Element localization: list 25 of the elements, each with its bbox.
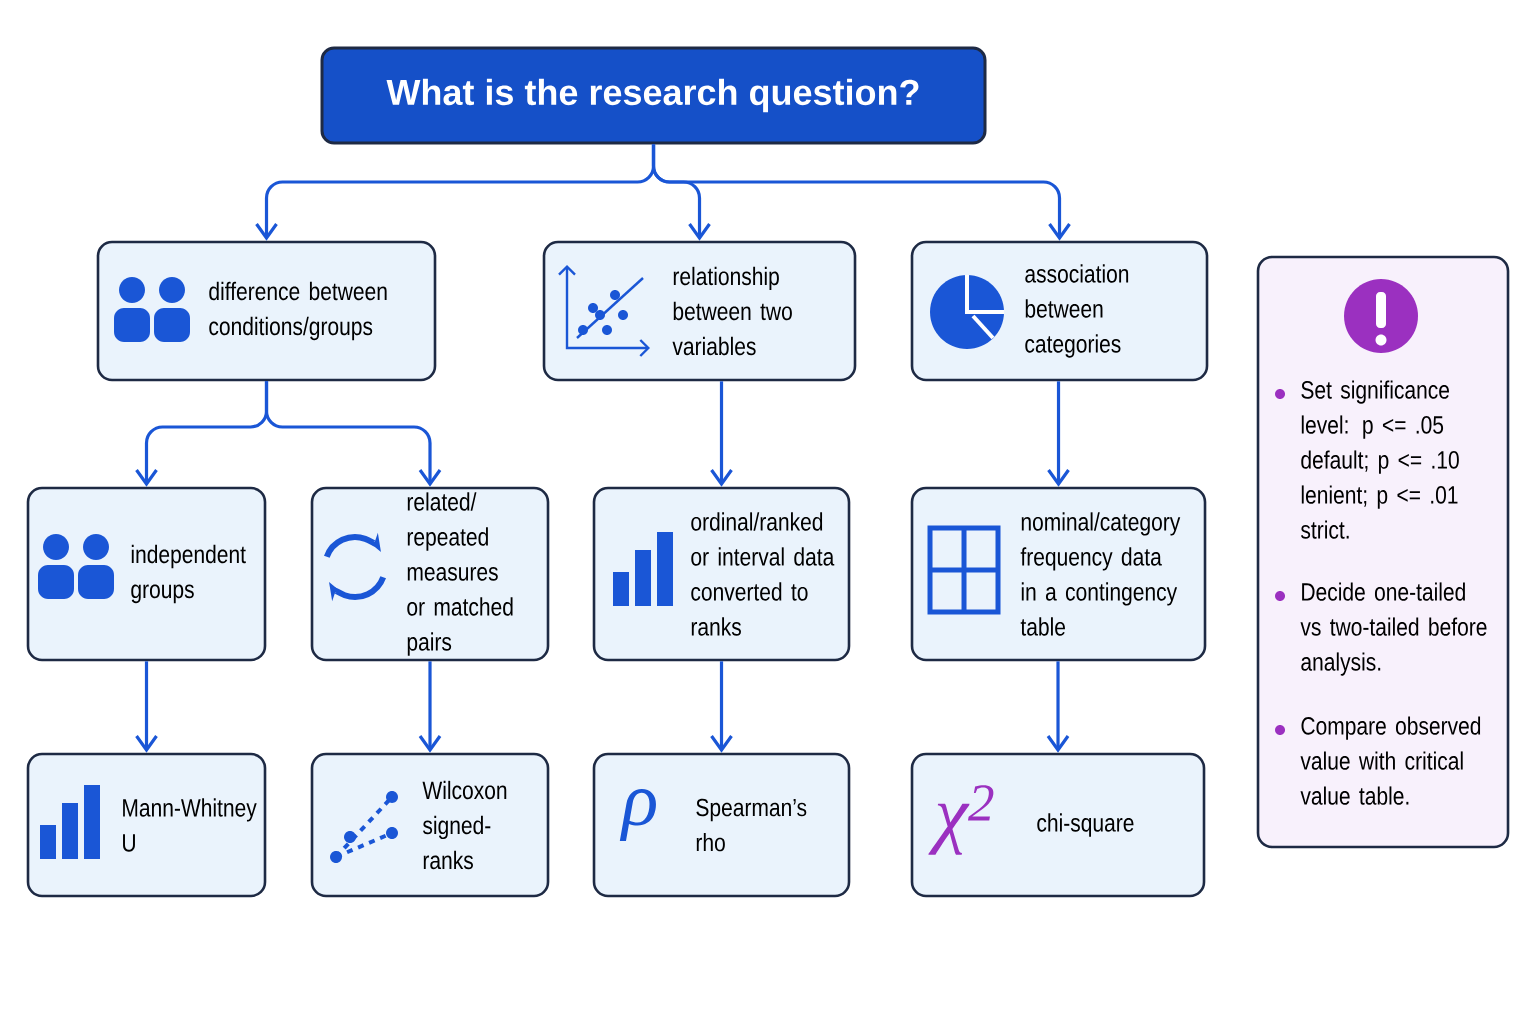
node-label: nominal/category frequency data in a contingency table xyxy=(1020,512,1181,636)
bullet-item: Compare observed value with critical value table. xyxy=(1275,716,1481,805)
title-box: What is the research question? xyxy=(320,46,987,145)
bullet-item: Set significance level: p <= .05 default; p <= .10 lenient; p <= .01 strict. xyxy=(1275,380,1459,539)
node-label: Spearman’s rho xyxy=(696,798,807,852)
arrow xyxy=(264,381,442,487)
node-label: relationship between two variables xyxy=(672,266,792,356)
node-label: association between categories xyxy=(1025,264,1129,358)
node-label: Mann-Whitney U xyxy=(123,798,257,852)
node-label: independent groups xyxy=(131,544,246,604)
arrow xyxy=(710,381,733,487)
arrow xyxy=(1046,661,1070,753)
node-label: difference between conditions/groups xyxy=(209,281,387,341)
bullet-item: Decide one-tailed vs two-tailed before analysis. xyxy=(1275,582,1487,676)
arrow xyxy=(1047,381,1070,487)
node-label: ordinal/ranked or interval data converted to ranks xyxy=(691,512,835,636)
arrow xyxy=(710,661,733,753)
node-label: related/ repeated measures or matched pairs xyxy=(407,492,513,656)
arrow xyxy=(651,144,1071,241)
greek-symbol: χ$^{2}$ xyxy=(928,785,994,855)
node-label: Wilcoxon signed-ranks xyxy=(422,780,507,870)
greek-symbol: ρ xyxy=(619,789,656,841)
node-label: chi-square xyxy=(1037,813,1134,837)
arrow xyxy=(418,661,442,753)
arrow xyxy=(135,661,158,753)
